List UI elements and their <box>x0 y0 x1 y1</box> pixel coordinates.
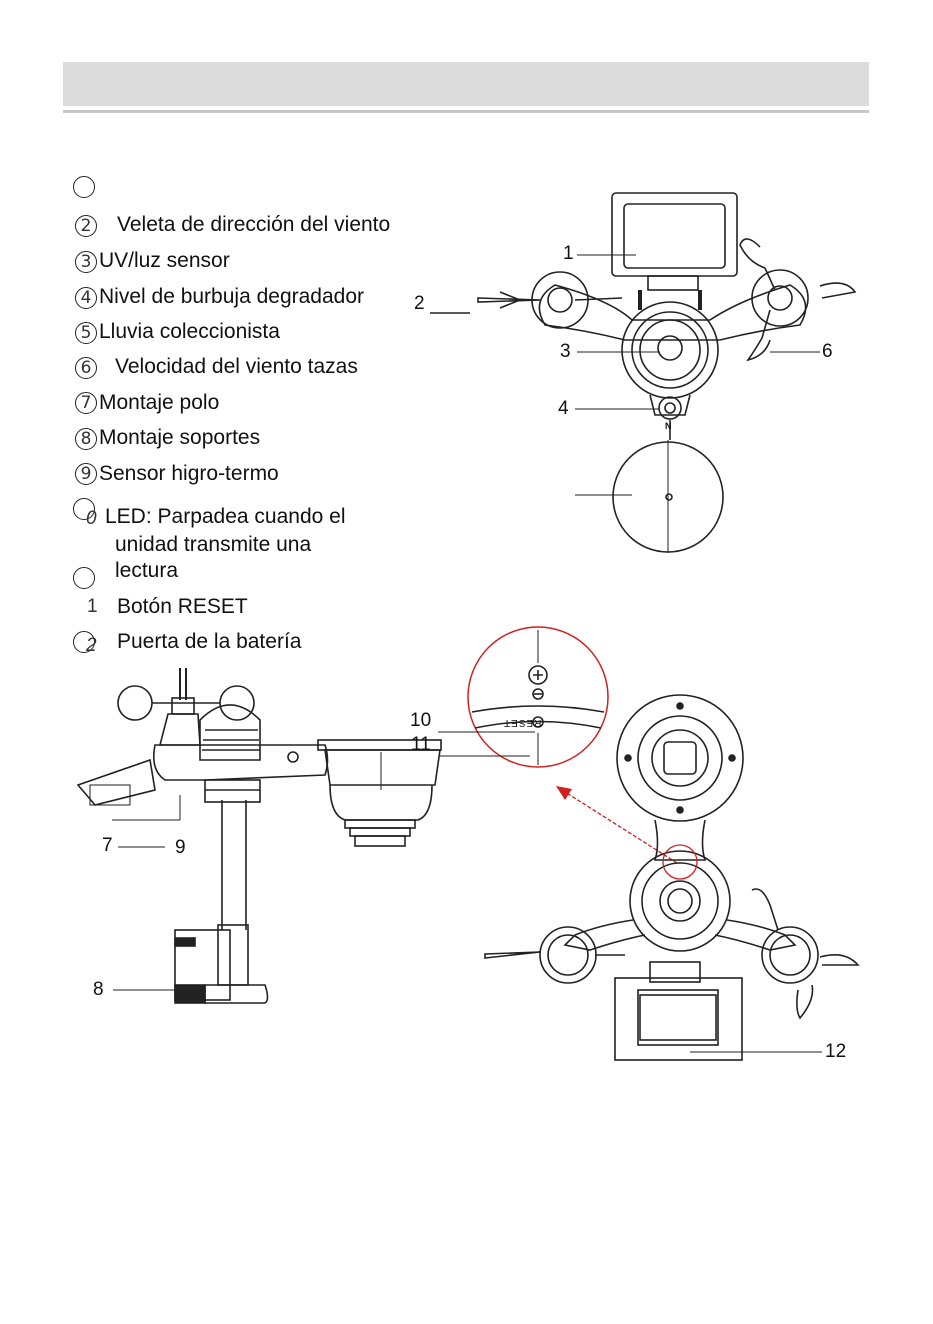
section-header-bar <box>63 62 869 106</box>
legend-number-circle <box>73 176 95 198</box>
reset-label: RESET <box>503 717 542 728</box>
legend-number-circle: 3 <box>75 251 97 273</box>
legend-number-circle: 2 <box>75 215 97 237</box>
callout-label: 12 <box>825 1041 847 1062</box>
callout-label: 9 <box>175 837 186 858</box>
callout-label: 6 <box>822 341 833 362</box>
legend-item-led: LED: Parpadea cuando el <box>105 505 346 528</box>
legend-number-circle: 8 <box>75 428 97 450</box>
parts-legend: 2 Veleta de dirección del viento 3 UV/lu… <box>0 0 480 680</box>
legend-item-led-cont: unidad transmite una <box>115 533 312 556</box>
callout-label: 10 <box>410 710 432 731</box>
legend-number-circle <box>73 631 95 653</box>
legend-item-led-cont: lectura <box>115 559 179 582</box>
callout-label: 11 <box>411 734 431 755</box>
legend-number-circle: 7 <box>75 392 97 414</box>
side-view-drawing <box>76 668 442 1004</box>
legend-number-circle: 5 <box>75 322 97 344</box>
legend-item-rain-collector: Lluvia coleccionista <box>99 320 280 343</box>
callout-label: 1 <box>563 243 574 264</box>
legend-item-wind-vane: Veleta de dirección del viento <box>117 213 391 236</box>
top-view-drawing <box>430 192 857 553</box>
callout-label: 3 <box>560 341 571 362</box>
legend-number-digit: 0 <box>86 508 97 529</box>
callout-label: 4 <box>558 398 569 419</box>
legend-number-circle <box>73 567 95 589</box>
legend-item-wind-cups: Velocidad del viento tazas <box>115 355 358 378</box>
legend-item-mounting-pole: Montaje polo <box>99 391 220 414</box>
legend-number-circle <box>73 498 95 520</box>
legend-item-uv-sensor: UV/luz sensor <box>99 249 230 272</box>
legend-item-battery-door: Puerta de la batería <box>117 630 302 653</box>
legend-number-digit: 1 <box>87 596 98 617</box>
legend-item-reset-button: Botón RESET <box>117 595 248 618</box>
north-mark: N <box>665 421 672 431</box>
legend-number-digit: 2 <box>86 635 97 656</box>
legend-item-thermo-hygro: Sensor higro-termo <box>99 462 279 485</box>
bottom-view-drawing <box>484 694 860 1061</box>
callout-label: 8 <box>93 979 104 1000</box>
legend-number-circle: 6 <box>75 357 97 379</box>
zoom-arrow <box>556 786 678 864</box>
legend-number-circle: 4 <box>75 287 97 309</box>
header-rule <box>63 110 869 113</box>
callout-label: 7 <box>102 835 113 856</box>
legend-item-mounting-brackets: Montaje soportes <box>99 426 261 449</box>
detail-zoom-circle <box>438 626 609 768</box>
callout-label: 2 <box>414 293 425 314</box>
legend-item-bubble-level: Nivel de burbuja degradador <box>99 285 365 308</box>
legend-number-circle: 9 <box>75 463 97 485</box>
